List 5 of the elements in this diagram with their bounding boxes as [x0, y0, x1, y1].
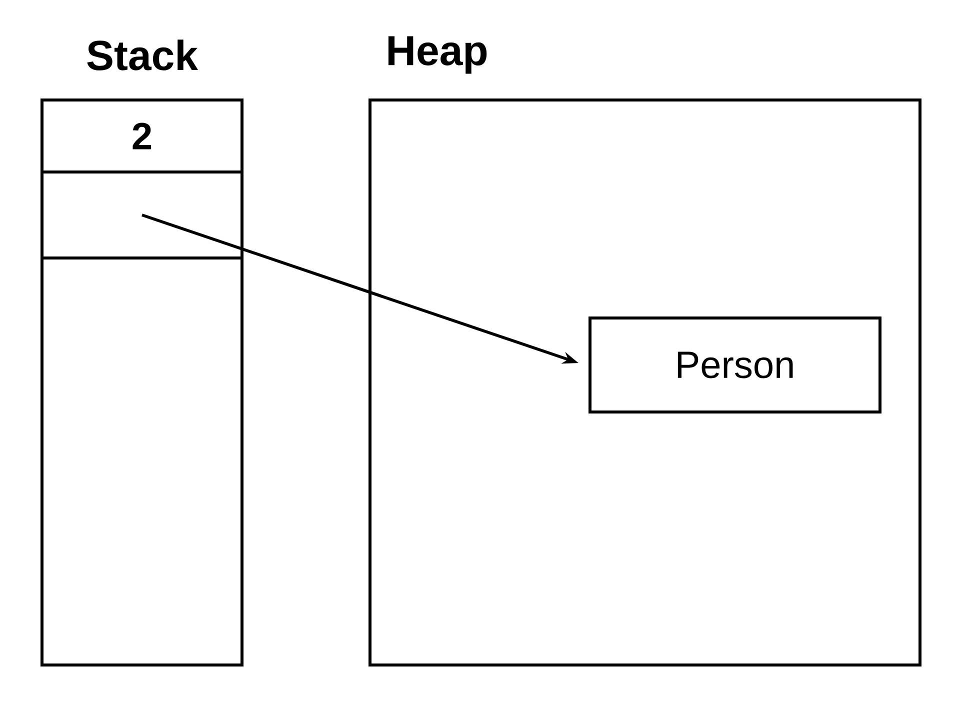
stack-cell: 2	[40, 98, 244, 174]
stack-cell	[40, 170, 244, 260]
heading: Heap	[388, 36, 487, 74]
object-box: Person	[588, 316, 882, 414]
heading: Stack	[87, 40, 198, 70]
